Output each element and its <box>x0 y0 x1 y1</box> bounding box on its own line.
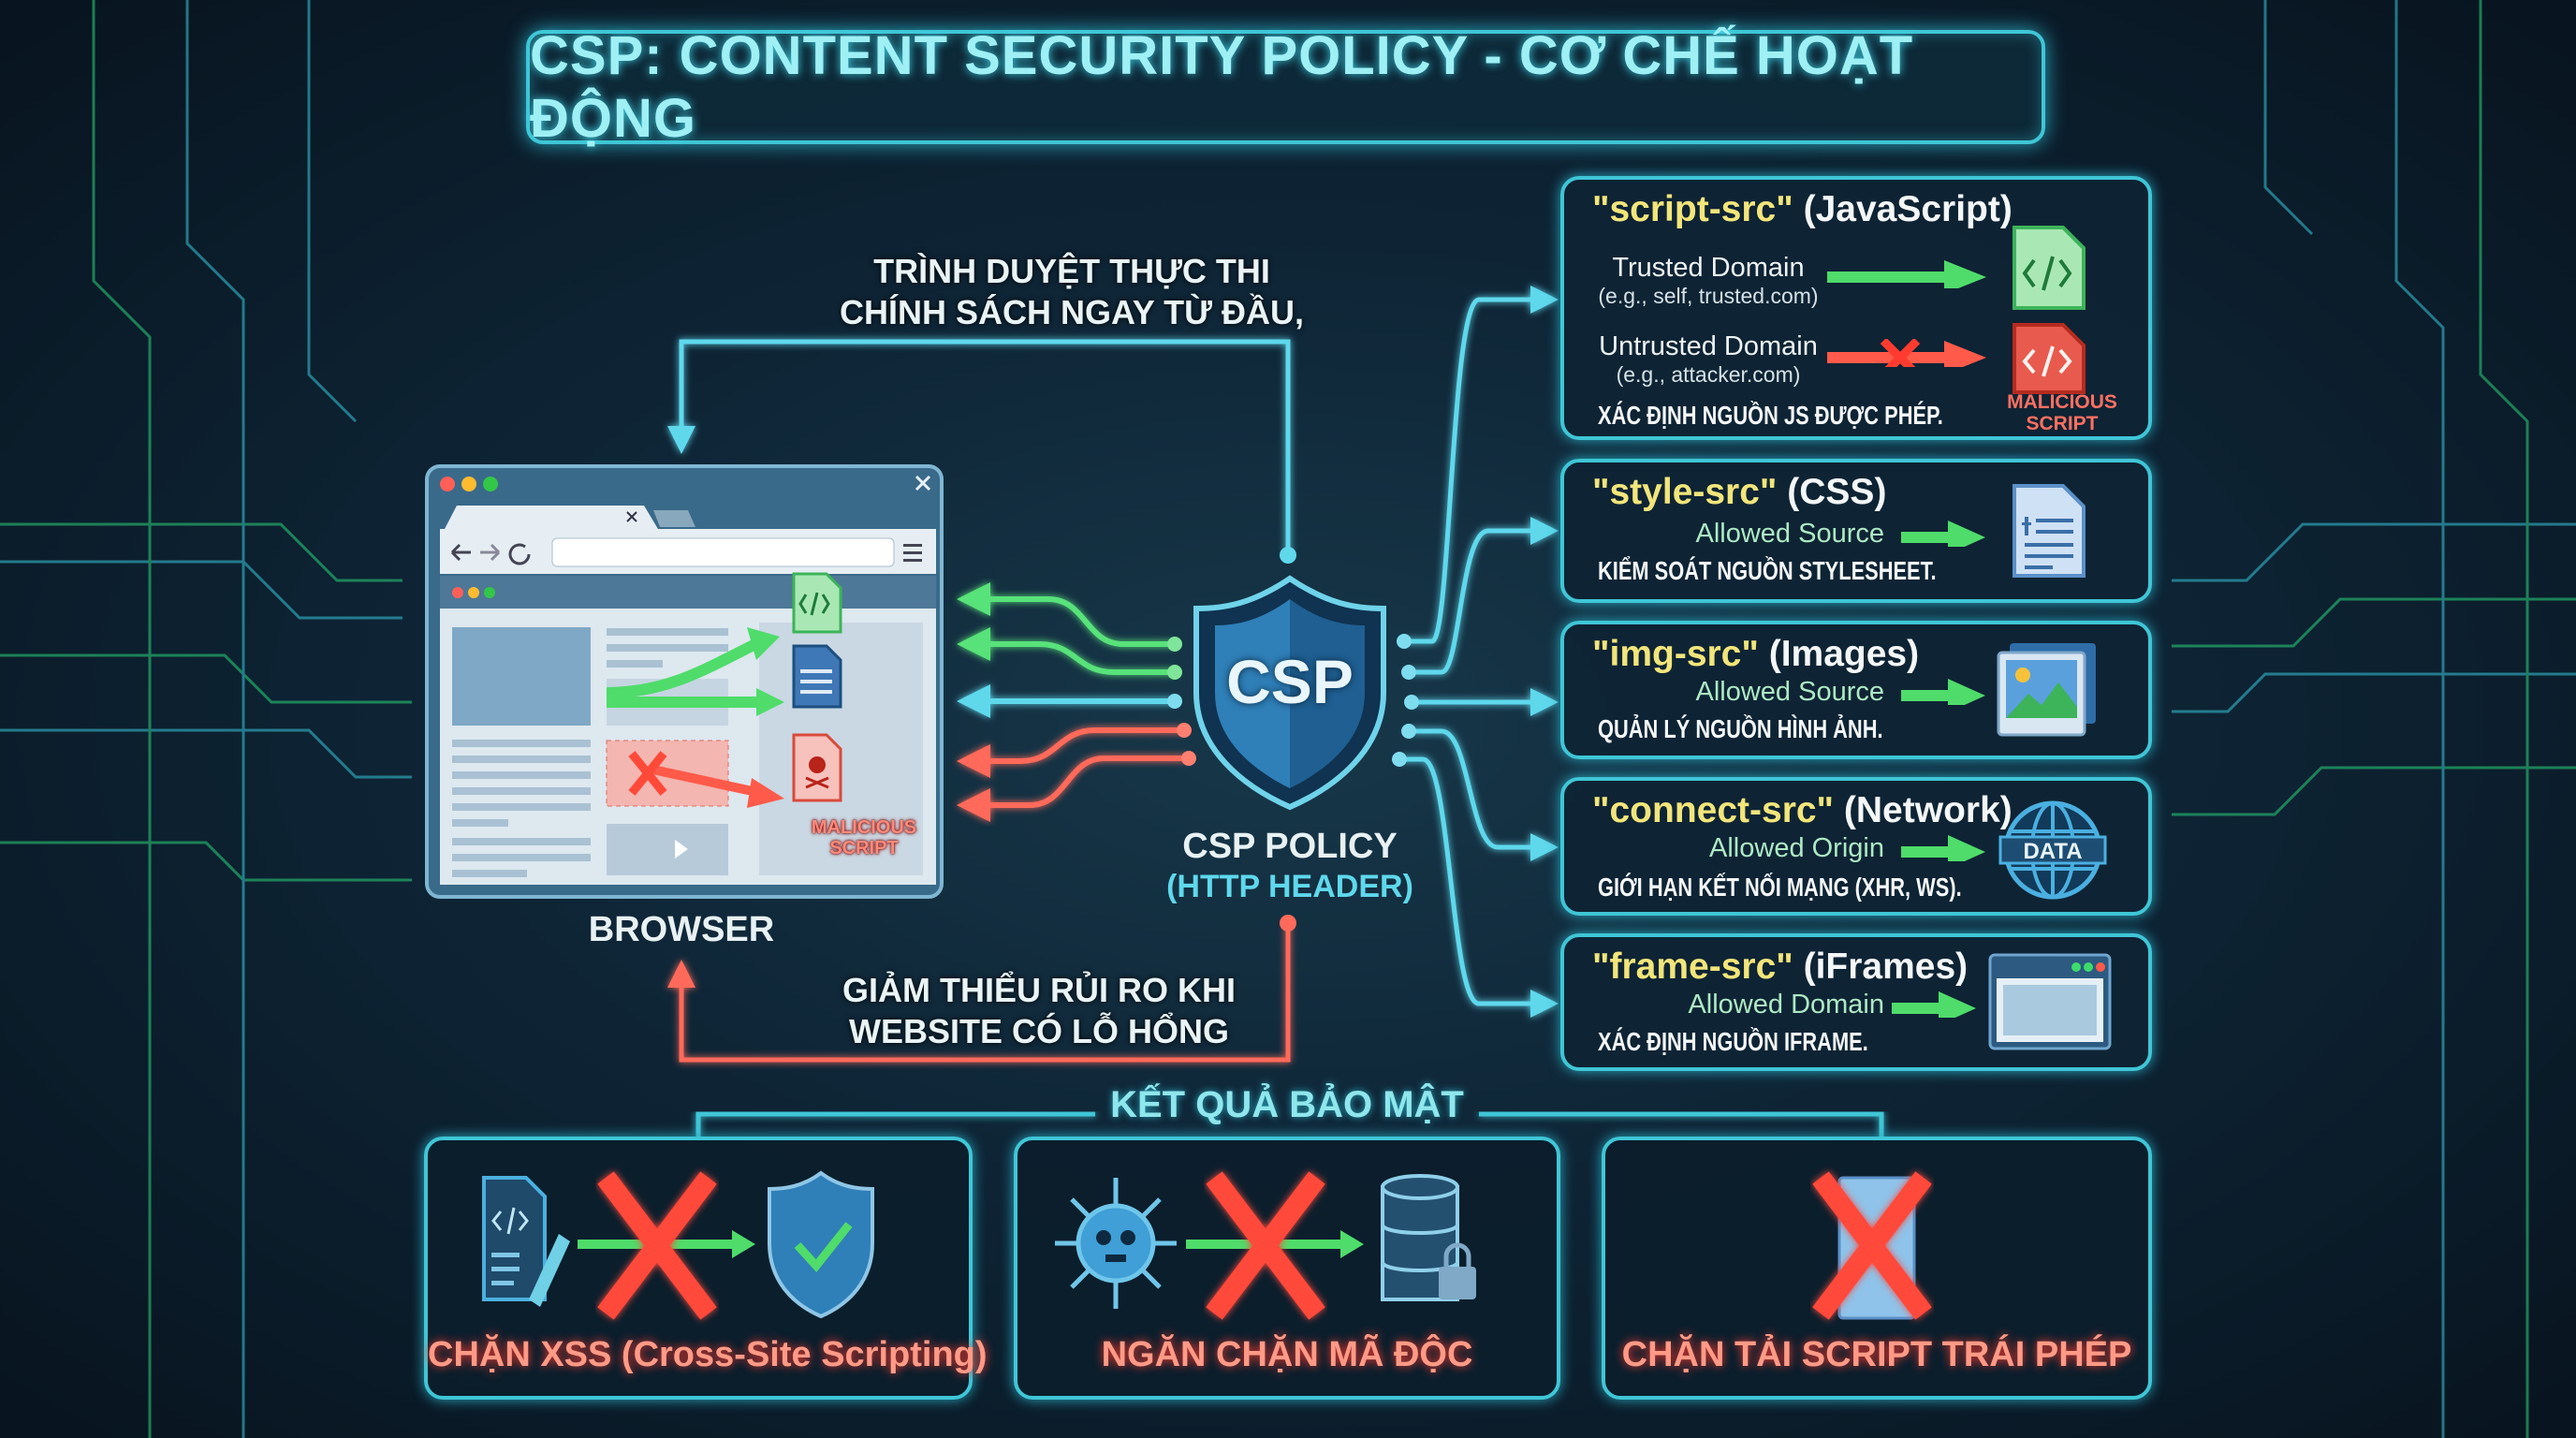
directive-key: "connect-src" <box>1592 790 1835 830</box>
directive-type: (JavaScript) <box>1803 189 2012 229</box>
browser-label: BROWSER <box>588 910 775 949</box>
directive-type: (Images) <box>1768 634 1920 674</box>
blocked-arrow-icon <box>1827 339 1986 367</box>
csp-policy-label: CSP POLICY <box>1182 827 1398 866</box>
trusted-domain-example: (e.g., self, trusted.com) <box>1598 284 1819 308</box>
shield-badge: CSP <box>1226 647 1354 716</box>
directive-description: QUẢN LÝ NGUỒN HÌNH ẢNH. <box>1598 714 1883 743</box>
allowed-label: Allowed Domain <box>1688 990 1884 1020</box>
red-x-icon <box>1206 1171 1325 1320</box>
malicious-label-line: SCRIPT <box>2026 413 2099 434</box>
shield-icon <box>1193 575 1386 811</box>
untrusted-domain-label: Untrusted Domain <box>1599 331 1818 361</box>
document-icon <box>792 644 842 709</box>
title-banner: CSP: CONTENT SECURITY POLICY - CƠ CHẾ HO… <box>526 25 2045 149</box>
result-card-unauthorized-script: CHẶN TẢI SCRIPT TRÁI PHÉP <box>1602 1137 2152 1400</box>
directive-card-connect-src: "connect-src" (Network) Allowed Origin D… <box>1560 777 2152 916</box>
mitigate-note-line: WEBSITE CÓ LỖ HỔNG <box>848 1012 1229 1050</box>
malicious-label-line: SCRIPT <box>829 838 899 858</box>
virus-icon <box>1055 1178 1177 1309</box>
shield-check-icon <box>768 1170 874 1319</box>
directive-key: "img-src" <box>1592 634 1759 674</box>
window-icon <box>1988 953 2112 1050</box>
directive-key: "script-src" <box>1592 189 1793 229</box>
result-label: CHẶN XSS (Cross-Site Scripting) <box>428 1335 988 1374</box>
directive-heading: "script-src" (JavaScript) <box>1592 189 2012 230</box>
enforce-arrow <box>667 339 1291 555</box>
malware-blocked-illustration <box>1055 1171 1476 1320</box>
allowed-label: Allowed Source <box>1695 677 1885 707</box>
browser-malicious-label: MALICIOUS SCRIPT <box>784 817 944 858</box>
mitigate-arrow <box>667 923 1291 1063</box>
directive-type: (iFrames) <box>1803 946 1969 987</box>
directive-description: GIỚI HẠN KẾT NỐI MẠNG (XHR, WS). <box>1598 873 1962 902</box>
allowed-arrow-icon <box>1901 521 1985 547</box>
directive-key: "style-src" <box>1592 472 1778 512</box>
code-file-icon <box>792 572 842 634</box>
csp-policy-sublabel: (HTTP HEADER) <box>1166 869 1413 904</box>
directive-card-img-src: "img-src" (Images) Allowed Source QUẢN L… <box>1560 621 2152 759</box>
directive-description: KIỂM SOÁT NGUỒN STYLESHEET. <box>1598 556 1937 585</box>
malicious-script-icon <box>792 733 842 802</box>
blocked-x-icon <box>628 751 667 796</box>
nav-icons <box>450 543 531 565</box>
directive-card-script-src: "script-src" (JavaScript) Trusted Domain… <box>1560 176 2152 440</box>
allowed-arrow-icon <box>1892 991 1976 1018</box>
directive-heading: "style-src" (CSS) <box>1592 472 1886 513</box>
mitigate-note-line: GIẢM THIỂU RỦI RO KHI <box>842 971 1236 1009</box>
mitigate-note: GIẢM THIỂU RỦI RO KHI WEBSITE CÓ LỖ HỔNG <box>768 970 1310 1052</box>
directive-description: XÁC ĐỊNH NGUỒN JS ĐƯỢC PHÉP. <box>1598 401 1943 430</box>
menu-icon <box>903 544 922 562</box>
directive-card-frame-src: "frame-src" (iFrames) Allowed Domain XÁC… <box>1560 933 2152 1071</box>
result-label: CHẶN TẢI SCRIPT TRÁI PHÉP <box>1621 1335 2132 1374</box>
result-card-xss: CHẶN XSS (Cross-Site Scripting) <box>424 1137 988 1400</box>
directive-heading: "img-src" (Images) <box>1592 634 1919 675</box>
red-x-icon <box>1812 1171 1932 1320</box>
directive-heading: "frame-src" (iFrames) <box>1592 946 1968 988</box>
allowed-arrow-icon <box>1901 835 1985 861</box>
globe-data-label: DATA <box>2023 839 2083 864</box>
close-icon <box>915 475 931 492</box>
stylesheet-icon <box>2012 484 2086 578</box>
globe-icon <box>1998 800 2107 900</box>
xss-blocked-illustration <box>482 1170 874 1320</box>
allowed-arrow-icon <box>1901 679 1985 705</box>
malicious-script-icon <box>2012 323 2086 394</box>
results-header: KẾT QUẢ BẢO MẬT <box>1110 1084 1464 1125</box>
database-lock-icon <box>1381 1174 1476 1301</box>
untrusted-domain: Untrusted Domain(e.g., attacker.com) <box>1568 331 1849 388</box>
page-title: CSP: CONTENT SECURITY POLICY - CƠ CHẾ HO… <box>530 25 1914 149</box>
malicious-label-line: MALICIOUS <box>2007 391 2117 413</box>
enforce-note-line: CHÍNH SÁCH NGAY TỪ ĐẦU, <box>840 293 1304 331</box>
directive-type: (CSS) <box>1787 472 1887 512</box>
result-card-malware: NGĂN CHẶN MÃ ĐỘC <box>1014 1137 1560 1400</box>
directive-key: "frame-src" <box>1592 946 1793 987</box>
directive-card-style-src: "style-src" (CSS) Allowed Source KIỂM SO… <box>1560 459 2152 603</box>
code-file-icon <box>2012 226 2086 310</box>
browser-window <box>425 464 944 899</box>
tab-close-icon <box>626 511 637 522</box>
trusted-domain: Trusted Domain(e.g., self, trusted.com) <box>1568 253 1849 309</box>
image-icon <box>1997 643 2096 737</box>
red-x-icon <box>597 1171 717 1320</box>
directive-description: XÁC ĐỊNH NGUỒN IFRAME. <box>1598 1027 1868 1056</box>
directive-type: (Network) <box>1843 790 2012 830</box>
malicious-label-line: MALICIOUS <box>811 817 917 838</box>
code-edit-icon <box>482 1176 570 1307</box>
directive-heading: "connect-src" (Network) <box>1592 790 2012 831</box>
script-blocked-illustration <box>1812 1171 1932 1320</box>
allowed-label: Allowed Origin <box>1709 833 1884 863</box>
enforce-note-line: TRÌNH DUYỆT THỰC THI <box>873 252 1270 290</box>
allowed-arrow-icon <box>1827 260 1986 288</box>
allowed-label: Allowed Source <box>1695 519 1885 549</box>
trusted-domain-label: Trusted Domain <box>1612 253 1805 283</box>
result-label: NGĂN CHẶN MÃ ĐỘC <box>1101 1335 1473 1374</box>
untrusted-domain-example: (e.g., attacker.com) <box>1616 362 1801 387</box>
enforce-note: TRÌNH DUYỆT THỰC THI CHÍNH SÁCH NGAY TỪ … <box>796 251 1348 333</box>
